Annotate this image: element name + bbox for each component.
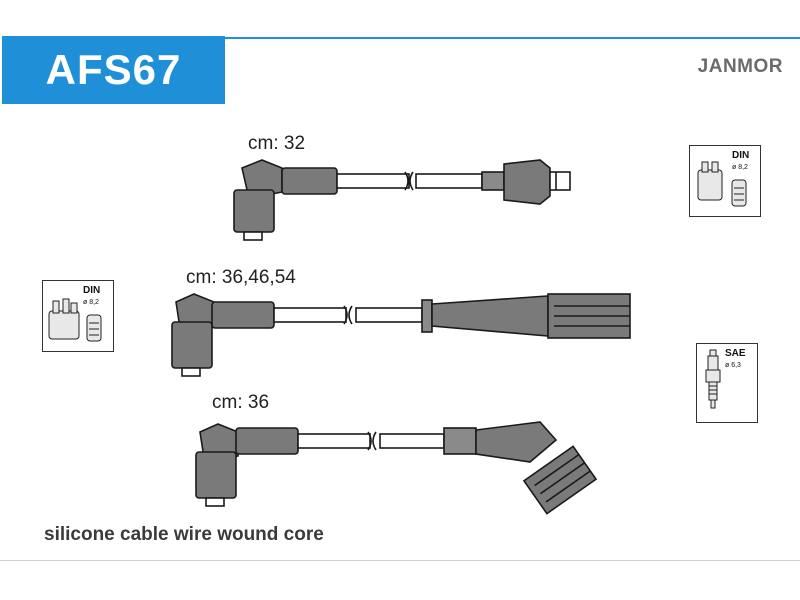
cable-3 (195, 421, 598, 515)
cable-1-wire-b (415, 173, 483, 189)
cable-1-end-collar (481, 171, 505, 191)
cable-3-end-collar (443, 427, 477, 455)
cable-3-wire-b (379, 433, 445, 449)
distributor-cap-icon (48, 298, 102, 342)
cable-3-boot-sleeve (235, 427, 299, 455)
header-rule (225, 37, 800, 39)
cable-2-wire-b (355, 307, 423, 323)
cable-2 (171, 293, 631, 377)
product-description: silicone cable wire wound core (44, 524, 324, 545)
cable-3-wire-a (297, 433, 371, 449)
cable-2-terminal (181, 367, 201, 377)
sae-badge-right: SAE ø 6,3 (696, 343, 758, 423)
brand-name: JANMOR (697, 56, 783, 77)
sae-label: SAE (725, 348, 746, 359)
din-label-left: DIN (83, 285, 101, 296)
cable-1-wire-a (336, 173, 410, 189)
cable-2-wire-a (273, 307, 347, 323)
cable-1-length: cm: 32 (248, 133, 306, 154)
spark-plug-icon (705, 349, 721, 409)
cable-3-boot (195, 451, 237, 499)
cable-1-boot-sleeve (281, 167, 338, 195)
cable-1-end-boot (503, 159, 551, 205)
cable-1-boot (233, 189, 275, 233)
din-label-top-right: DIN (732, 150, 750, 161)
din-diameter-left: ø 8,2 (83, 299, 99, 306)
sae-diameter: ø 6,3 (725, 362, 741, 369)
cable-3-length: cm: 36 (212, 392, 270, 413)
cable-2-end-collar (421, 299, 433, 333)
cable-2-boot-sleeve (211, 301, 275, 329)
cable-1-end-terminal (549, 171, 571, 191)
cable-2-length: cm: 36,46,54 (186, 267, 296, 288)
cable-2-end-boot-taper (431, 295, 549, 337)
cable-2-boot (171, 321, 213, 369)
part-code-badge: AFS67 (2, 36, 225, 104)
cable-3-end-elbow (475, 421, 558, 463)
distributor-cap-icon (697, 161, 747, 207)
cable-3-terminal (205, 497, 225, 507)
din-badge-top-right: DIN ø 8,2 (689, 145, 761, 217)
cable-1 (233, 159, 571, 241)
footer-rule (0, 560, 800, 561)
din-diameter-top-right: ø 8,2 (732, 164, 748, 171)
din-badge-left: DIN ø 8,2 (42, 280, 114, 352)
cable-1-terminal (243, 231, 263, 241)
part-code: AFS67 (45, 46, 182, 93)
